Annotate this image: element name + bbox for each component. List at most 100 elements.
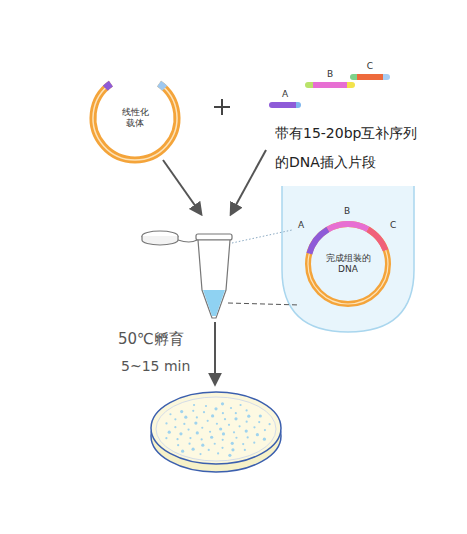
colony [214,443,216,445]
node-text: 线性化 载体 [113,107,157,130]
tube [142,231,232,318]
colony [222,412,224,414]
segment-b [328,224,368,229]
fragment-segment [347,82,355,88]
colony [228,454,231,457]
colony [235,437,237,439]
colony [194,421,197,424]
fragment-segment [305,82,313,88]
colony [231,442,234,445]
fragment-segment [350,74,357,80]
fragment-bar [305,82,355,88]
node-text: 完成组装的 DNA [320,253,376,276]
colony [203,411,205,413]
vector-arc-highlight [93,84,177,160]
colony [221,402,224,405]
colony [176,438,178,440]
colony [189,437,191,439]
plus-sign [214,99,230,115]
fragment-segment [383,74,390,80]
colony [230,407,232,409]
incubation-temp: 50℃孵育 [118,330,184,348]
colony [214,407,217,410]
incubation-time: 5~15 min [121,358,190,375]
colony [199,453,201,455]
colony [222,432,225,435]
colony [207,420,209,422]
assembled-ring-highlight [308,224,388,304]
colony [238,425,240,427]
petri-dish [151,392,281,472]
colonies [165,402,270,457]
colony [192,448,195,451]
colony [246,409,248,411]
colony [247,436,249,438]
flow-arrow [163,160,201,214]
vector-end [159,84,165,89]
dish-agar [156,397,276,461]
fragment-label: A [269,89,301,100]
fragment-segment [296,102,301,108]
colony [174,418,176,420]
colony [231,448,234,451]
fragment-segment [274,102,295,108]
colony [219,427,222,430]
colony [256,433,259,436]
assembled-ring [308,224,388,304]
colony [253,426,255,428]
fragment: A [269,89,301,108]
colony [234,417,237,420]
colony [247,415,250,418]
colony [179,432,182,435]
tube-rim [196,234,232,240]
colony [196,431,199,434]
colony [192,410,194,412]
colony [222,439,224,441]
colony [264,429,266,431]
colony [201,444,204,447]
colony [253,442,255,444]
segment-a [309,229,328,253]
zoom-line [232,230,292,243]
colony [258,421,260,423]
colony [244,449,246,451]
colony [263,438,266,441]
colony [205,405,207,407]
colony [201,427,203,429]
colony [211,414,214,417]
segment-label: C [390,220,396,231]
tube-liquid [203,290,225,316]
insert-caption: 带有15-20bp互补序列 的DNA插入片段 [275,119,443,178]
magnifier-region [282,186,414,332]
fragment-bar [350,74,390,80]
segment-label: A [298,220,304,231]
colony [242,443,244,445]
fragment-segment [357,74,384,80]
fragment-label: C [350,61,390,72]
colony [180,410,183,413]
colony [188,443,190,445]
fragment-label: B [305,69,355,80]
colony [259,414,262,417]
colony [208,449,210,451]
colony [174,426,176,428]
tube-hinge [178,240,197,242]
colony [165,437,167,439]
colony [177,444,179,446]
fragment-segment [313,82,346,88]
fragment-bar [269,102,301,108]
segment-c [368,229,386,250]
flow-arrow [231,150,266,214]
vector-end [105,84,111,89]
colony [233,431,235,433]
colony [224,418,226,420]
colony [245,429,248,432]
colony [165,422,167,424]
fragment: B [305,69,355,88]
zoom-line [228,303,300,305]
tube-body [198,240,230,318]
fragment: C [350,61,390,80]
colony [193,404,195,406]
